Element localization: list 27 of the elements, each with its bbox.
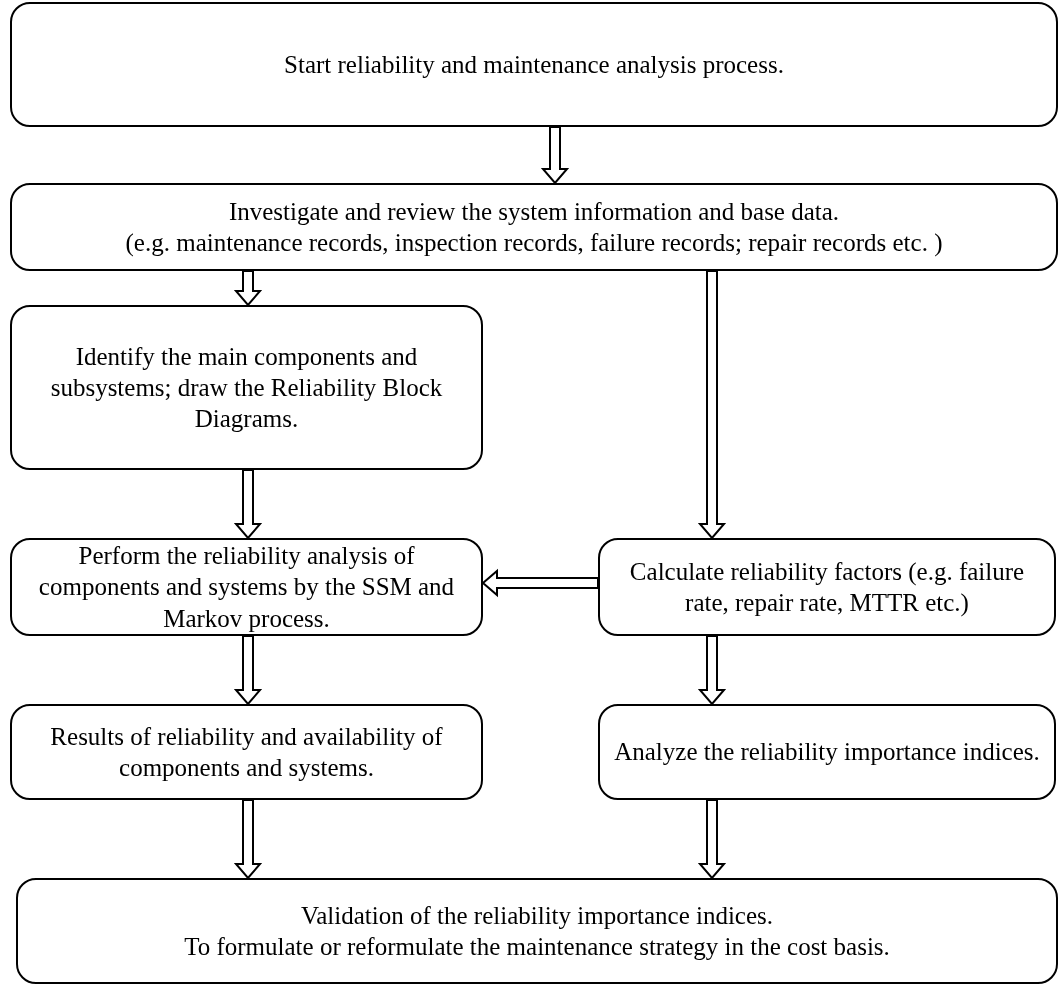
block-arrow [697, 635, 727, 706]
step-text: Start reliability and maintenance analysis process. [284, 49, 784, 80]
step-text: To formulate or reformulate the maintenance strategy in the cost basis. [184, 932, 890, 962]
step-text: Analyze the reliability importance indices. [614, 737, 1040, 768]
step-text: (e.g. maintenance records, inspection records, failure records; repair records etc. ) [125, 228, 943, 259]
step-text: Calculate reliability factors (e.g. failure rate, repair rate, MTTR etc.) [628, 556, 1026, 619]
block-arrow [233, 635, 263, 706]
block-arrow [697, 799, 727, 880]
process-box [16, 878, 1058, 984]
process-box [10, 538, 483, 636]
block-arrow [233, 469, 263, 540]
process-box [10, 183, 1058, 271]
step-text: Identify the main components and subsystems; draw the Reliability Block Diagrams. [49, 341, 444, 435]
process-box [10, 2, 1058, 127]
block-arrow [233, 799, 263, 880]
step-text: Investigate and review the system information and base data. [228, 196, 840, 227]
block-arrow [697, 270, 727, 540]
block-arrow [233, 270, 263, 307]
step-text: Results of reliability and availability of components and systems. [49, 721, 444, 783]
block-arrow [540, 126, 570, 185]
block-arrow [481, 568, 599, 598]
process-box [598, 704, 1056, 800]
process-box [598, 538, 1056, 636]
process-box [10, 305, 483, 470]
step-text: Perform the reliability analysis of components and systems by the SSM and Markov process. [37, 541, 456, 634]
step-text: Validation of the reliability importance indices. [300, 900, 774, 931]
process-box [10, 704, 483, 800]
